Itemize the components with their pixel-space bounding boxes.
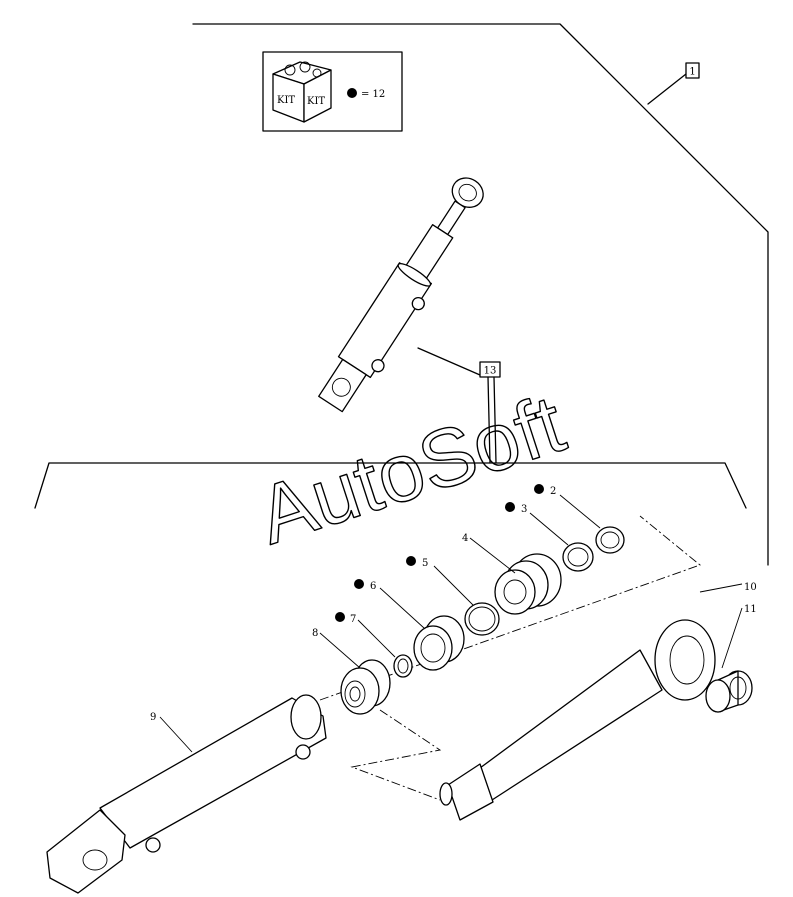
part-8-gland[interactable] bbox=[340, 659, 391, 715]
leader-2 bbox=[559, 494, 601, 529]
callout-11: 11 bbox=[744, 604, 757, 615]
exploded-view-bracket bbox=[34, 462, 747, 509]
part-11-bushing[interactable] bbox=[705, 670, 753, 713]
leader-8 bbox=[319, 632, 361, 669]
kit-word-right: KIT bbox=[307, 96, 325, 107]
ref-box-1-label: 1 bbox=[689, 67, 695, 78]
kit-legend-text: = 12 bbox=[361, 89, 385, 100]
part-2-kit-bullet-icon bbox=[534, 484, 544, 494]
leader-9 bbox=[159, 716, 193, 753]
kit-bullet-icon bbox=[347, 88, 357, 98]
part-7-kit-bullet-icon bbox=[335, 612, 345, 622]
part-5-kit-bullet-icon bbox=[406, 556, 416, 566]
part-4-piston[interactable] bbox=[494, 553, 562, 615]
leader-7 bbox=[357, 619, 396, 658]
ref-box-13-label: 13 bbox=[484, 366, 497, 377]
leader-line-1 bbox=[647, 73, 687, 105]
callout-3: 3 bbox=[521, 504, 527, 515]
callout-5: 5 bbox=[422, 558, 428, 569]
leader-11 bbox=[721, 607, 743, 669]
part-10-piston-rod[interactable] bbox=[439, 619, 716, 821]
leader-line-13 bbox=[417, 347, 481, 376]
callout-6: 6 bbox=[370, 581, 376, 592]
part-7-small-seal[interactable] bbox=[393, 654, 413, 678]
ref-box-13[interactable]: 13 bbox=[479, 361, 501, 378]
callout-7: 7 bbox=[350, 614, 356, 625]
callout-8: 8 bbox=[312, 628, 318, 639]
ref-box-1[interactable]: 1 bbox=[685, 62, 700, 79]
leader-13-down bbox=[487, 376, 491, 464]
callout-9: 9 bbox=[150, 712, 156, 723]
leader-5 bbox=[433, 565, 474, 606]
part-2-seal[interactable] bbox=[595, 526, 625, 554]
centerline-upper bbox=[319, 515, 701, 701]
part-6-bushing[interactable] bbox=[413, 615, 465, 671]
leader-13-down-2 bbox=[493, 376, 497, 464]
kit-word-left: KIT bbox=[277, 95, 295, 106]
centerline-lower bbox=[350, 709, 442, 801]
callout-2: 2 bbox=[550, 486, 556, 497]
callout-10: 10 bbox=[744, 582, 757, 593]
assembly-bracket-line bbox=[192, 23, 769, 566]
part-9-cylinder-barrel[interactable] bbox=[46, 694, 327, 894]
part-5-o-ring[interactable] bbox=[464, 602, 500, 636]
leader-4 bbox=[469, 537, 516, 574]
leader-3 bbox=[529, 512, 569, 546]
callout-4: 4 bbox=[462, 533, 468, 544]
kit-icon: KIT KIT bbox=[272, 61, 332, 123]
kit-legend-box: KIT KIT = 12 bbox=[262, 51, 403, 132]
watermark-text: AutoSoft bbox=[248, 378, 575, 562]
assembled-cylinder bbox=[318, 177, 484, 413]
part-6-kit-bullet-icon bbox=[354, 579, 364, 589]
leader-6 bbox=[379, 587, 425, 629]
part-3-kit-bullet-icon bbox=[505, 502, 515, 512]
leader-10 bbox=[699, 583, 743, 593]
part-3-seal[interactable] bbox=[562, 542, 594, 572]
